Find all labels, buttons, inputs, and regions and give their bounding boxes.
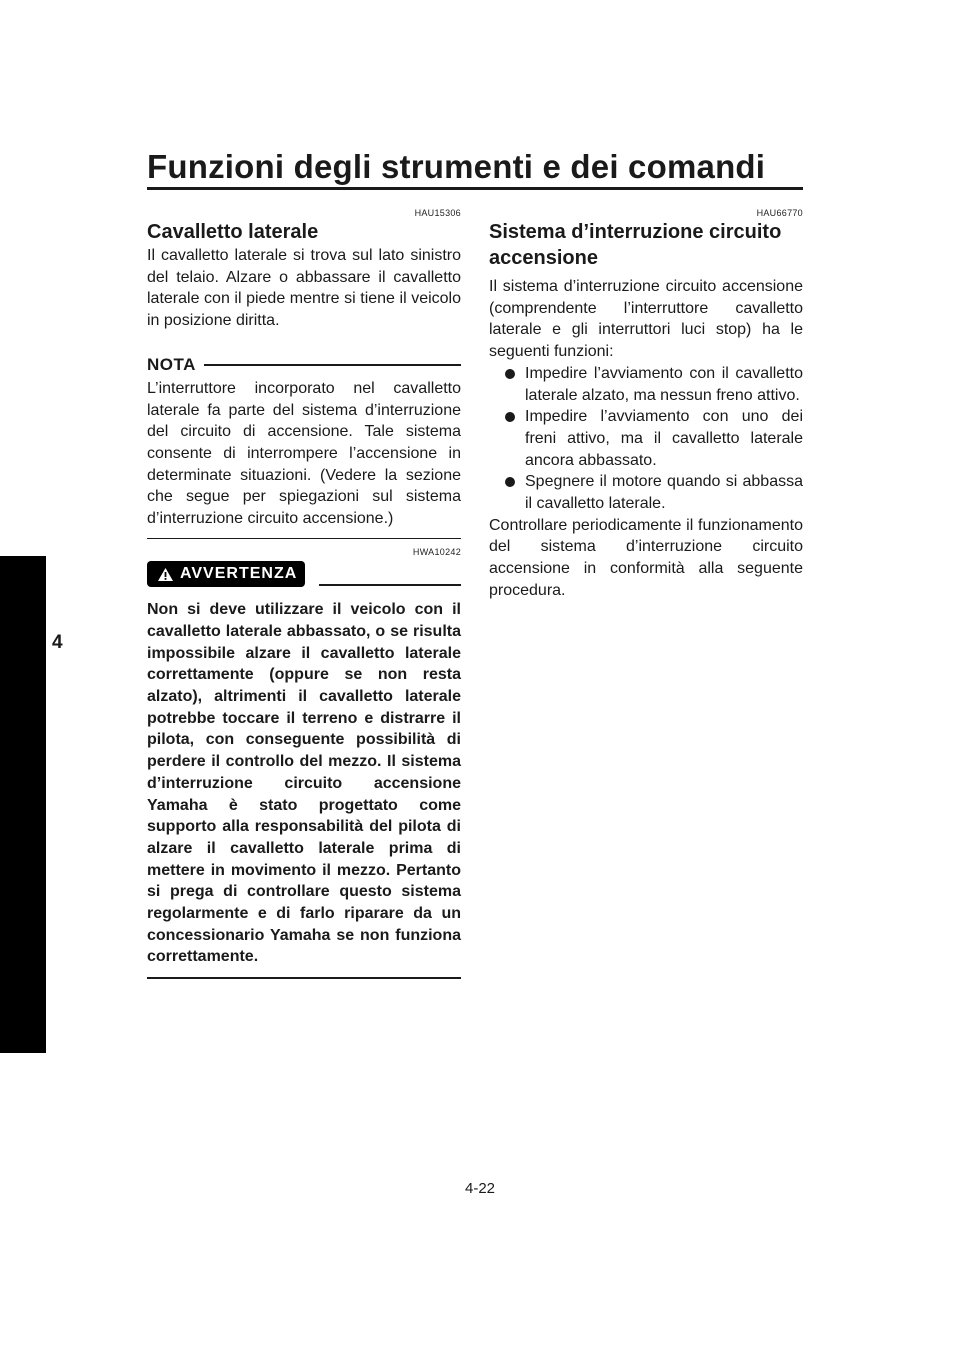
title-rule (147, 187, 803, 190)
section-intro: Il cavalletto laterale si trova sul lato… (147, 247, 461, 330)
list-item-text: Impedire l’avviamento con il cavalletto … (525, 364, 803, 404)
list-item: Impedire l’avviamento con il cavalletto … (505, 363, 803, 406)
warning-end-rule (147, 977, 461, 980)
warning-label: AVVERTENZA (180, 565, 298, 583)
warning-rule (319, 584, 461, 587)
function-list: Impedire l’avviamento con il cavalletto … (489, 363, 803, 515)
chapter-number: 4 (52, 632, 63, 653)
nota-header: NOTA (147, 354, 461, 376)
chapter-tab (0, 556, 46, 1053)
bullet-icon (505, 412, 515, 423)
list-item-text: Spegnere il motore quando si abbassa il … (525, 473, 803, 513)
section-heading: Sistema d’interruzione circuito accensio… (489, 221, 782, 269)
bullet-icon (505, 368, 515, 379)
section-outro: Controllare periodicamente il funzioname… (489, 516, 803, 599)
page-title: Funzioni degli strumenti e dei comandi (147, 148, 766, 185)
warning-triangle-icon (158, 567, 173, 581)
section-heading: Cavalletto laterale (147, 221, 319, 243)
warning-text: Non si deve utilizzare il veicolo con il… (147, 601, 461, 966)
section-intro: Il sistema d’interruzione circuito accen… (489, 278, 803, 361)
nota-label: NOTA (147, 354, 196, 374)
right-column: HAU66770 Sistema d’interruzione circuito… (489, 208, 803, 602)
warning-badge: AVVERTENZA (147, 561, 306, 588)
nota-rule (203, 364, 461, 366)
bullet-icon (505, 477, 515, 488)
list-item: Spegnere il motore quando si abbassa il … (505, 471, 803, 514)
list-item-text: Impedire l’avviamento con uno dei freni … (525, 408, 803, 469)
nota-text: L’interruttore incorporato nel cavallett… (147, 379, 461, 528)
warning-code: HWA10242 (412, 547, 461, 558)
page-number: 4-22 (464, 1180, 496, 1197)
left-column: HAU15306 Cavalletto laterale Il cavallet… (147, 208, 461, 980)
warning-header: AVVERTENZA (147, 561, 461, 588)
nota-end-rule (147, 537, 461, 540)
section-code: HAU15306 (414, 208, 461, 218)
section-code: HAU66770 (756, 208, 803, 218)
list-item: Impedire l’avviamento con uno dei freni … (505, 406, 803, 471)
